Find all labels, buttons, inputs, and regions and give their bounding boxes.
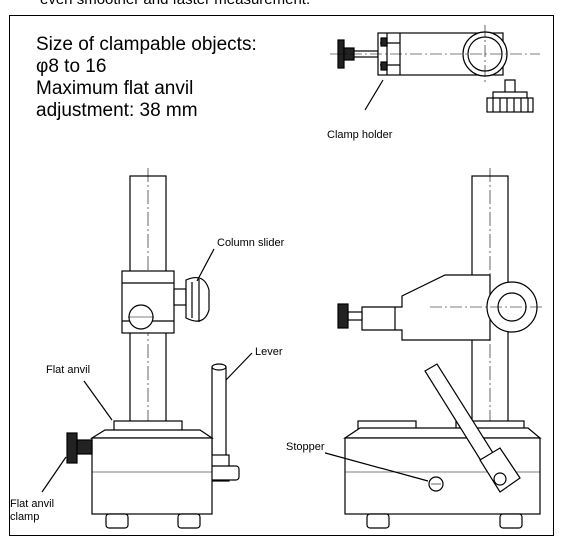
left-stand-drawing: [66, 168, 240, 529]
label-column-slider: Column slider: [217, 237, 285, 250]
clamp-holder-drawing: [330, 25, 540, 113]
label-lever: Lever: [255, 346, 283, 359]
spec-line-4: adjustment: 38 mm: [36, 100, 198, 121]
label-clamp-holder: Clamp holder: [327, 129, 393, 142]
spec-line-2: φ8 to 16: [36, 56, 107, 77]
right-stand-drawing: [337, 168, 545, 529]
label-flat-anvil-clamp-line2: clamp: [10, 511, 40, 523]
label-flat-anvil-clamp: Flat anvil clamp: [10, 498, 55, 524]
label-flat-anvil: Flat anvil: [46, 364, 91, 377]
header-text: even smoother and faster measurement.: [40, 0, 310, 8]
leader-lines: [41, 248, 429, 493]
specifications: Size of clampable objects: φ8 to 16 Maxi…: [36, 34, 257, 122]
label-stopper: Stopper: [286, 441, 325, 454]
spec-line-3: Maximum flat anvil: [36, 78, 194, 99]
figure-frame: [9, 15, 554, 536]
label-flat-anvil-clamp-line1: Flat anvil: [10, 498, 55, 510]
spec-line-1: Size of clampable objects:: [36, 34, 257, 55]
